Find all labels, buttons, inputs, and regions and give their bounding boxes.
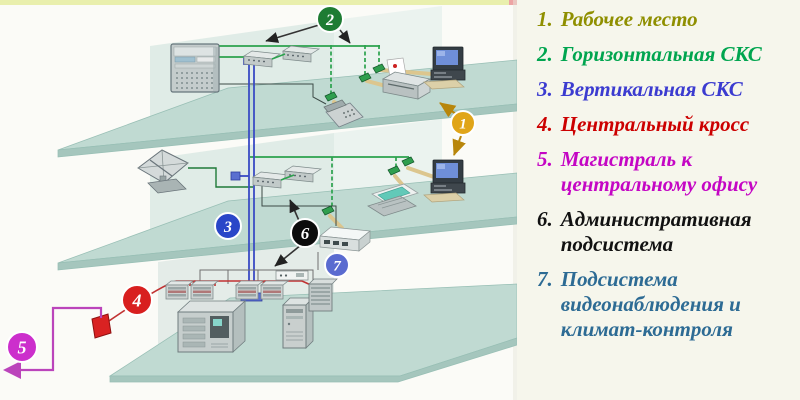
badge-7: 7 [324, 252, 350, 278]
badge-7-number: 7 [333, 259, 341, 275]
rack-cabinet-icon [170, 43, 220, 93]
badge-1-number: 1 [459, 117, 467, 133]
badge-6: 6 [290, 218, 320, 248]
legend-item-central-cross: 4. Центральный кросс [537, 112, 794, 137]
video-climate-unit-icon [319, 226, 371, 252]
satellite-feed-cable [188, 167, 253, 188]
legend-item-number: 7. [537, 267, 553, 291]
legend: 1. Рабочее место 2. Горизонтальная СКС 3… [517, 0, 800, 400]
badge-2-number: 2 [325, 12, 334, 29]
switch-stack-top-icon [242, 45, 321, 68]
satellite-dish-icon [137, 149, 189, 194]
laptop-icon [367, 183, 419, 217]
legend-item-text: Магистраль к центральному офису [560, 147, 758, 196]
top-strip [0, 0, 509, 5]
wall-outlets-middle [321, 156, 415, 216]
legend-item-horizontal-scs: 2. Горизонтальная СКС [537, 42, 794, 67]
legend-item-number: 3. [537, 77, 553, 101]
badge-4-number: 4 [132, 291, 142, 311]
diagram-canvas: 1 2 3 4 5 6 7 [0, 0, 518, 400]
legend-item-text: Подсистема видеонаблюдения и климат-конт… [560, 267, 741, 341]
switch-stack-middle-icon [251, 165, 323, 189]
badge-4: 4 [121, 284, 153, 316]
badge-3-number: 3 [223, 219, 232, 236]
legend-item-number: 6. [537, 207, 553, 231]
badge-5-number: 5 [18, 338, 27, 358]
legend-item-text: Центральный кросс [560, 112, 750, 136]
horizontal-scs-cables [219, 45, 410, 210]
legend-item-number: 2. [537, 42, 553, 66]
riser-tap-connector [230, 171, 241, 181]
legend-item-number: 5. [537, 147, 553, 171]
legend-item-admin-subsystem: 6. Административная подсистема [537, 207, 794, 257]
phone-cable [219, 83, 327, 105]
legend-item-text: Рабочее место [560, 7, 698, 31]
desktop-computer-top-icon [423, 46, 466, 90]
badge-6-number: 6 [301, 224, 310, 243]
badge-arrows [265, 24, 466, 267]
trunk-cable [20, 306, 103, 372]
badge-2: 2 [316, 5, 344, 33]
legend-item-number: 1. [537, 7, 553, 31]
server-icon [176, 300, 247, 353]
central-cross-box [91, 313, 112, 339]
badge-5: 5 [6, 331, 38, 363]
badge-3: 3 [214, 212, 242, 240]
legend-item-workplace: 1. Рабочее место [537, 7, 794, 32]
legend-item-trunk: 5. Магистраль к центральному офису [537, 147, 794, 197]
wall-outlets-top [324, 63, 386, 102]
phone-icon [323, 99, 364, 128]
tower-pc-icon [282, 297, 314, 349]
legend-item-number: 4. [537, 112, 553, 136]
rack-panel-icon [308, 278, 338, 312]
legend-item-video-climate-subsystem: 7. Подсистема видеонаблюдения и климат-к… [537, 267, 794, 342]
badge-1: 1 [450, 110, 476, 136]
legend-item-text: Административная подсистема [560, 207, 752, 256]
trunk-arrow-icon [3, 361, 21, 379]
patch-panels-icon [164, 280, 290, 300]
legend-item-text: Горизонтальная СКС [560, 42, 762, 66]
admin-controller-icon [275, 270, 309, 281]
building-diagram: 1 2 3 4 5 6 7 [0, 0, 518, 400]
legend-item-vertical-scs: 3. Вертикальная СКС [537, 77, 794, 102]
legend-item-text: Вертикальная СКС [560, 77, 743, 101]
desktop-computer-middle-icon [423, 159, 466, 203]
